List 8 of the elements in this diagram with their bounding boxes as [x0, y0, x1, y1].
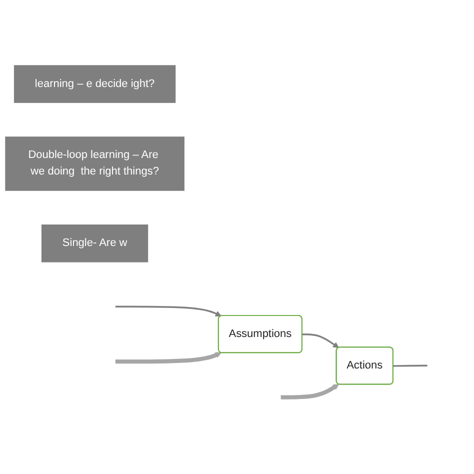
arrow [115, 352, 222, 364]
arrow [115, 306, 222, 317]
node-box: learning – e decide ight? [14, 66, 176, 104]
connector [393, 365, 428, 368]
node-box: Double-loop learning – Are we doing the right things? [5, 137, 184, 192]
arrow [280, 384, 339, 400]
node-box: Single- Are w [41, 224, 148, 263]
arrow [302, 334, 339, 348]
